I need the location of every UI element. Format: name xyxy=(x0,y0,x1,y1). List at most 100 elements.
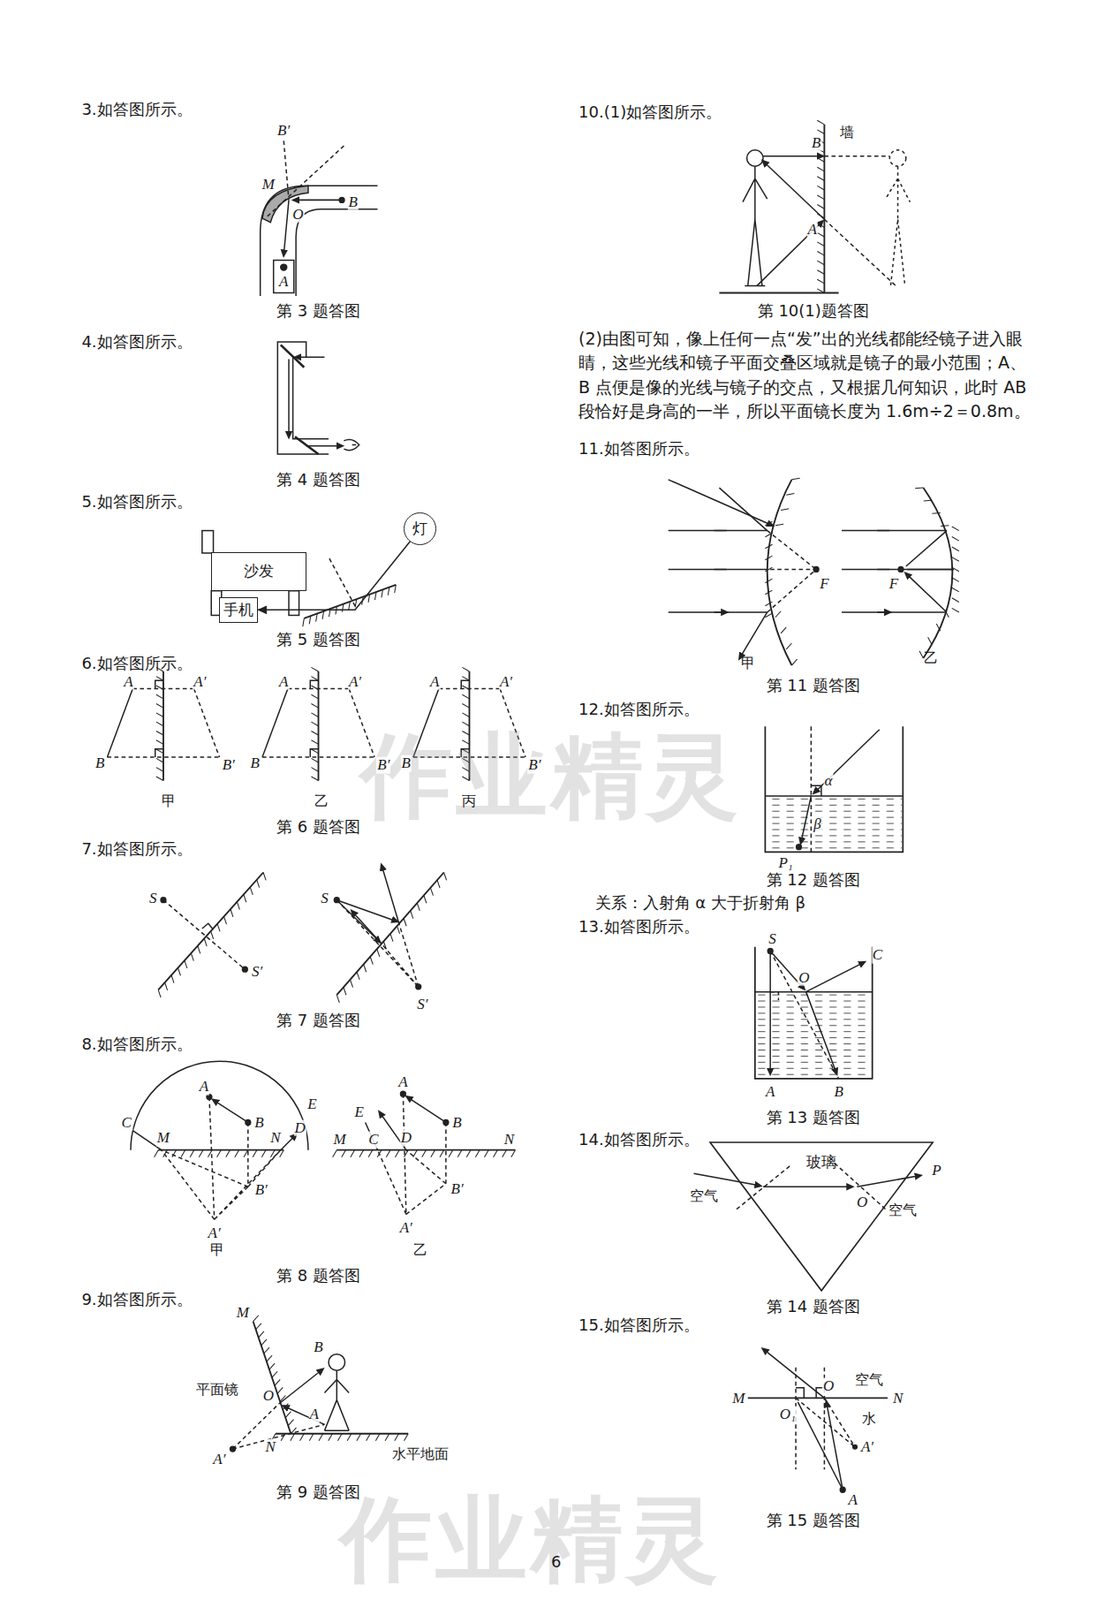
illustration-stroke xyxy=(295,355,325,358)
point-label: F xyxy=(888,574,900,592)
illustration-stroke xyxy=(156,730,164,735)
illustration-stroke xyxy=(791,477,800,480)
illustration-stroke xyxy=(385,1433,390,1441)
illustration-stroke xyxy=(341,1149,347,1157)
illustration-stroke xyxy=(906,530,954,613)
illustration-stroke xyxy=(310,712,318,718)
illustration-stroke xyxy=(797,1401,843,1490)
item-heading: 11.如答图所示。 xyxy=(578,439,700,458)
illustration-stroke xyxy=(816,279,825,284)
illustration-stroke xyxy=(275,1432,409,1435)
illustration-stroke xyxy=(816,241,825,247)
illustration-stroke xyxy=(273,260,295,294)
illustration-stroke xyxy=(337,1433,342,1441)
illustration-stroke xyxy=(461,666,469,672)
illustration-stroke xyxy=(261,1149,266,1157)
illustration-stroke xyxy=(824,156,896,287)
illustration-stroke xyxy=(714,530,727,613)
point-label: β xyxy=(812,816,822,833)
illustration-stroke xyxy=(213,1099,249,1122)
illustration-stroke xyxy=(437,879,440,888)
illustration-stroke xyxy=(370,956,373,965)
item-heading: 6.如答图所示。 xyxy=(81,654,192,673)
illustration-stroke xyxy=(718,487,767,658)
point-label: B xyxy=(249,755,261,772)
illustration-stroke xyxy=(404,1433,409,1441)
illustration-stroke xyxy=(889,150,906,167)
illustration-stroke xyxy=(816,185,825,190)
point-label: E xyxy=(306,1096,318,1113)
illustration-stroke xyxy=(919,650,923,658)
illustration-stroke xyxy=(272,1370,278,1377)
illustration-stroke xyxy=(318,1433,324,1441)
illustration-stroke xyxy=(767,479,793,666)
illustration-stroke xyxy=(283,1406,325,1425)
illustration-stroke xyxy=(816,251,825,257)
illustration-stroke xyxy=(310,767,318,772)
illustration-stroke xyxy=(898,567,904,573)
illustration-stroke xyxy=(502,1149,507,1157)
illustration-stroke xyxy=(156,703,164,709)
point-label: B xyxy=(400,755,412,772)
region-label: 丙 xyxy=(461,793,477,810)
illustration-stroke xyxy=(806,961,865,991)
point-label: A xyxy=(309,1406,320,1423)
illustration-stroke xyxy=(377,948,380,957)
illustration-stroke xyxy=(328,1353,345,1370)
illustration-stroke xyxy=(410,910,414,919)
illustration-stroke xyxy=(269,1362,275,1369)
figure-caption: 第 9 题答图 xyxy=(276,1482,361,1501)
point-label: A xyxy=(806,221,817,239)
illustration-stroke xyxy=(816,204,825,210)
illustration-stroke xyxy=(310,757,318,763)
point-label: D xyxy=(294,1119,307,1136)
region-label: 甲 xyxy=(741,655,756,672)
point-label: M xyxy=(156,1129,171,1147)
illustration-stroke xyxy=(236,901,240,910)
illustration-stroke xyxy=(511,1149,516,1157)
illustration-stroke xyxy=(336,899,418,987)
point-label: O xyxy=(822,1377,835,1395)
item-heading: 5.如答图所示。 xyxy=(81,492,192,511)
point-label: P xyxy=(930,1162,942,1180)
region-label: 空气 xyxy=(854,1371,884,1388)
item-heading: 15.如答图所示。 xyxy=(578,1315,700,1334)
illustration-stroke xyxy=(280,264,288,271)
illustration-stroke xyxy=(422,1149,427,1157)
illustration-stroke xyxy=(171,975,174,984)
illustration-stroke xyxy=(407,1096,447,1123)
illustration-stroke xyxy=(293,356,329,439)
figure-caption: 第 7 题答图 xyxy=(276,1011,361,1029)
illustration-stroke xyxy=(306,445,342,447)
illustration-stroke xyxy=(163,899,245,970)
illustration-stroke xyxy=(375,1433,380,1441)
illustration-stroke xyxy=(763,160,825,220)
illustration-stroke xyxy=(775,611,781,618)
illustration-stroke xyxy=(810,785,822,796)
point-label: A xyxy=(122,672,134,690)
illustration-stroke xyxy=(266,1354,273,1362)
item-heading: 13.如答图所示。 xyxy=(578,917,700,936)
illustration-stroke xyxy=(775,523,784,526)
illustration-stroke xyxy=(381,864,400,923)
illustration-stroke xyxy=(816,129,825,135)
prism-outline xyxy=(710,1141,933,1291)
point-label: A xyxy=(198,1078,210,1096)
illustration-stroke xyxy=(368,1149,373,1157)
illustration-stroke xyxy=(816,270,825,275)
illustration-stroke xyxy=(363,963,367,972)
illustration-stroke xyxy=(786,642,792,650)
illustration-stroke xyxy=(156,767,164,772)
illustration-stroke xyxy=(328,557,356,606)
illustration-stroke xyxy=(764,555,772,560)
illustration-stroke xyxy=(262,688,288,757)
illustration-stroke xyxy=(885,150,911,287)
point-label: E xyxy=(353,1104,364,1121)
illustration-stroke xyxy=(856,1175,921,1188)
illustration-stroke xyxy=(189,1149,195,1157)
illustration-stroke xyxy=(241,966,248,972)
illustration-stroke xyxy=(295,209,378,296)
illustration-stroke xyxy=(394,1149,400,1157)
point-label: S xyxy=(319,889,330,907)
illustration-stroke xyxy=(310,680,318,757)
